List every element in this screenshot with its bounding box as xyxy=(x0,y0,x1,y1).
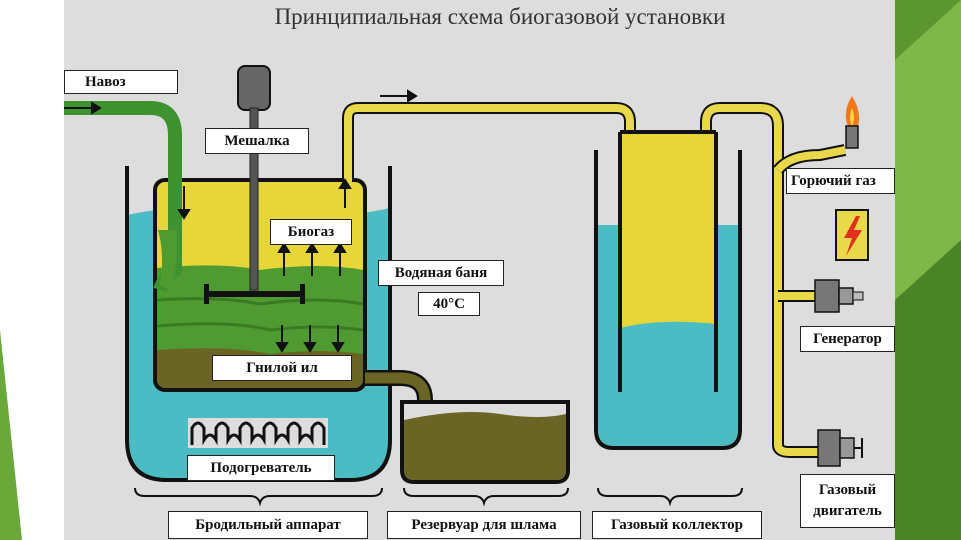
label-sludge: Гнилой ил xyxy=(212,355,352,381)
diagram-title: Принципиальная схема биогазовой установк… xyxy=(274,4,726,29)
mixer-motor xyxy=(237,65,271,111)
lightning-icon xyxy=(844,216,862,256)
collector-gas xyxy=(620,132,716,328)
gas-pipe xyxy=(344,104,634,182)
mixer-shaft xyxy=(249,107,259,291)
output-pipe xyxy=(702,104,820,456)
label-manure: Навоз xyxy=(64,70,178,94)
mixer-blade-left xyxy=(204,284,209,304)
mixer-blade-right xyxy=(300,284,305,304)
gas-engine-icon xyxy=(817,429,841,467)
manure-down-arrow xyxy=(177,186,191,220)
overflow-pipe xyxy=(365,372,431,418)
slurry-stripe-2 xyxy=(156,322,364,332)
label-gas-engine-line1: Газовый xyxy=(818,482,877,498)
label-gas-collector: Газовый коллектор xyxy=(592,511,762,539)
manure-inflow xyxy=(158,230,178,290)
mixer-blade xyxy=(206,291,304,297)
label-fuel-gas: Горючий газ xyxy=(786,168,895,194)
right-frame-dark xyxy=(895,240,961,540)
generator-tip-icon xyxy=(852,291,864,301)
burner-nozzle xyxy=(845,125,859,149)
heater-coil xyxy=(190,421,326,446)
heater-box xyxy=(188,418,328,448)
generator-shaft-icon xyxy=(838,287,854,305)
label-gas-engine-line2: двигатель xyxy=(813,503,882,519)
collector-bell xyxy=(618,130,718,392)
label-heater: Подогреватель xyxy=(187,455,335,481)
reservoir-sludge xyxy=(404,412,566,480)
reservoir-wall xyxy=(400,400,570,484)
label-mixer: Мешалка xyxy=(205,128,309,154)
label-temperature: 40°C xyxy=(418,292,480,316)
collector-outer-wall xyxy=(594,150,742,450)
label-reservoir: Резервуар для шлама xyxy=(387,511,581,539)
label-digester: Бродильный аппарат xyxy=(168,511,368,539)
right-frame-light xyxy=(895,0,961,330)
generator-icon xyxy=(814,279,840,313)
burner-pipe xyxy=(774,146,846,173)
label-generator: Генератор xyxy=(800,326,895,352)
left-green-triangle xyxy=(0,330,22,540)
collector-inner-water xyxy=(620,321,716,390)
label-gas-engine: Газовый двигатель xyxy=(800,474,895,528)
flame-core xyxy=(850,108,854,126)
slurry-stripe-1 xyxy=(156,297,364,306)
biogas-rise-arrows xyxy=(277,242,347,276)
label-biogas: Биогаз xyxy=(270,219,352,245)
label-water-bath: Водяная баня xyxy=(378,260,504,286)
sludge-sink-arrows xyxy=(275,325,345,353)
section-braces xyxy=(134,487,743,507)
gas-engine-shaft-icon xyxy=(839,437,855,459)
